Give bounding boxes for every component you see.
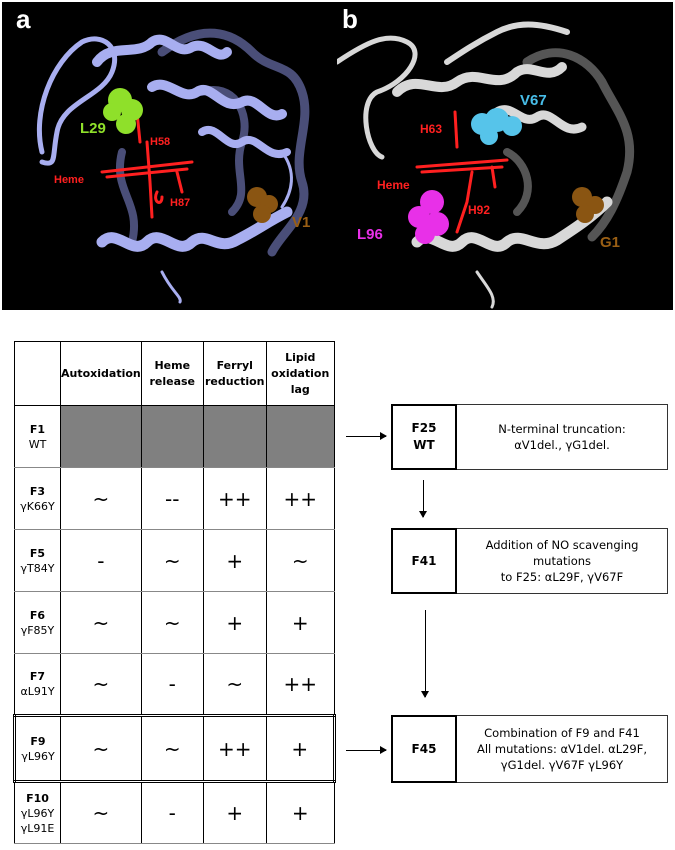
label-h58: H58 [150,136,171,148]
header-autoxidation: Autoxidation [60,341,142,406]
cell-ferryl-reduction: + [202,781,267,844]
label-h87: H87 [170,197,191,209]
cell-autoxidation: ~ [60,467,142,530]
structure-panel-a: a L29 H58 Heme H87 V1 [2,2,337,310]
table-header-row: Autoxidation Heme release Ferryl reducti… [14,341,335,406]
cell-autoxidation: - [60,529,142,592]
header-lipid-oxidation-lag: Lipid oxidation lag [265,341,335,406]
cell-ferryl-reduction: + [202,529,267,592]
cell-heme-release: - [140,653,204,716]
cell-heme-release: ~ [140,591,204,654]
arrow-f9-to-f45 [346,746,387,754]
arrow-f25-to-f41 [419,480,427,518]
label-l96: L96 [357,226,383,243]
cell-heme-release: -- [140,467,204,530]
cell-lipid-oxidation-lag: + [265,781,335,844]
arrow-f41-to-f45 [421,610,429,698]
cell-autoxidation: ~ [60,781,142,844]
cell-ferryl-reduction: ~ [202,653,267,716]
cell-lipid-oxidation-lag: + [265,714,336,783]
cell-ferryl-reduction: ++ [202,467,267,530]
header-corner [14,341,61,406]
protein-ribbon-a-illustration [36,28,310,304]
label-h63: H63 [420,122,443,136]
variant-properties-table: Autoxidation Heme release Ferryl reducti… [13,341,336,844]
arrow-f1-to-f25 [346,432,387,440]
cell-shaded [265,405,335,468]
label-heme-a: Heme [54,174,84,186]
label-h92: H92 [468,203,491,217]
flow-id-f45: F45 [391,715,457,783]
header-heme-release: Heme release [140,341,204,406]
cell-shaded [60,405,142,468]
cell-ferryl-reduction: ++ [202,714,267,783]
cell-lipid-oxidation-lag: ++ [265,653,335,716]
panel-letter-a: a [16,4,31,34]
cell-ferryl-reduction: + [202,591,267,654]
flow-desc-f25: N-terminal truncation:αV1del., γG1del. [498,422,626,452]
structure-panel-b: b V67 H63 Heme H92 L96 G1 [337,2,673,310]
cell-lipid-oxidation-lag: ++ [265,467,335,530]
label-heme-b: Heme [377,178,410,192]
panel-letter-b: b [342,4,358,34]
cell-lipid-oxidation-lag: + [265,591,335,654]
cell-lipid-oxidation-lag: ~ [265,529,335,592]
cell-heme-release: - [140,781,204,844]
flow-id-f41: F41 [391,528,457,594]
cell-autoxidation: ~ [60,714,142,783]
cell-heme-release: ~ [140,529,204,592]
cell-shaded [202,405,267,468]
label-v67: V67 [520,92,547,109]
label-v1: V1 [292,214,311,231]
cell-autoxidation: ~ [60,591,142,654]
header-ferryl-reduction: Ferryl reduction [202,341,267,406]
label-g1: G1 [600,234,621,251]
cell-autoxidation: ~ [60,653,142,716]
label-l29: L29 [80,120,106,137]
protein-ribbon-b-illustration [337,21,635,309]
cell-shaded [140,405,204,468]
cell-heme-release: ~ [140,714,204,783]
